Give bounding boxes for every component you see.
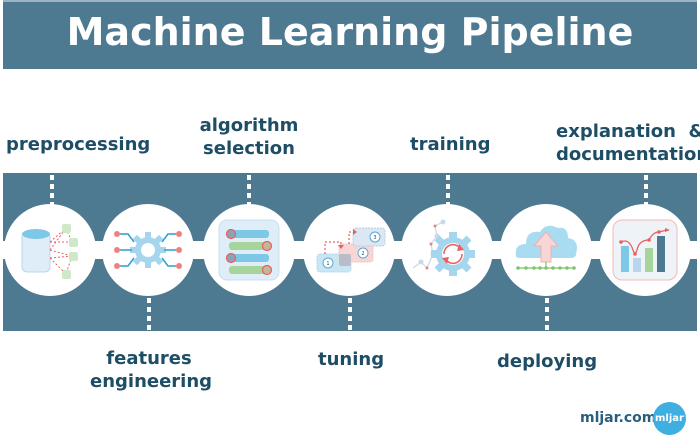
database-network-icon	[21, 224, 78, 279]
step-label-tuning: tuning	[318, 349, 385, 370]
leader-tuning	[348, 298, 352, 331]
badge-text-3: 3	[373, 235, 376, 241]
brand-site-link[interactable]: mljar.com	[580, 410, 657, 426]
leader-training	[446, 175, 450, 205]
label-line: documentation	[556, 144, 700, 165]
cloud-upload-icon	[515, 225, 577, 270]
tuning-steps-icon: 1 2 3	[316, 227, 386, 273]
step-label-features-engineering: features engineering	[90, 347, 213, 393]
leader-features-engineering	[147, 298, 151, 331]
step-label-deploying: deploying	[497, 351, 598, 372]
title-banner: Machine Learning Pipeline	[3, 0, 697, 69]
badge-text-1: 1	[326, 261, 329, 267]
step-label-explanation-documentation: explanation & documentation	[556, 120, 700, 166]
label-line: explanation &	[556, 121, 700, 142]
leader-deploying	[545, 298, 549, 331]
label-line: algorithm	[199, 115, 299, 136]
gear-cycle-icon	[412, 219, 475, 276]
page-title: Machine Learning Pipeline	[66, 10, 634, 54]
step-label-training: training	[410, 134, 491, 155]
label-line: selection	[203, 138, 295, 159]
tuning-badge-2	[357, 247, 369, 259]
step-node-deploying	[500, 204, 592, 296]
step-node-algorithm-selection	[203, 204, 295, 296]
label-line: engineering	[90, 371, 213, 392]
label-line: features	[106, 348, 192, 369]
leader-explanation	[644, 175, 648, 205]
step-node-training	[401, 204, 493, 296]
leader-preprocessing	[50, 175, 54, 205]
gear-connections-icon	[114, 231, 182, 269]
bar-chart-icon	[612, 219, 678, 281]
tuning-badge-3	[369, 231, 381, 243]
tuning-badge-1	[322, 257, 334, 269]
step-node-explanation-documentation	[599, 204, 691, 296]
step-label-algorithm-selection: algorithm selection	[195, 114, 303, 160]
step-node-preprocessing	[4, 204, 96, 296]
step-node-tuning: 1 2 3	[303, 204, 395, 296]
step-label-preprocessing: preprocessing	[6, 134, 151, 155]
leader-algorithm-selection	[247, 175, 251, 205]
step-node-features-engineering	[102, 204, 194, 296]
algorithm-list-icon	[218, 219, 280, 281]
mljar-logo: mljar	[653, 402, 686, 435]
badge-text-2: 2	[361, 251, 364, 257]
